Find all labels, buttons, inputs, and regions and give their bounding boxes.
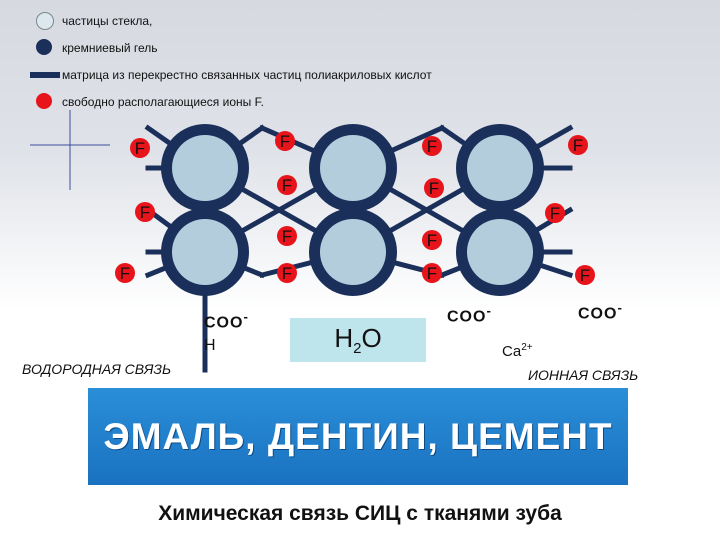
- fluoride-label: F: [120, 264, 130, 283]
- fluoride-label: F: [427, 264, 437, 283]
- glass-particle: [172, 135, 238, 201]
- glass-particle: [467, 219, 533, 285]
- legend-item-glass: частицы стекла,: [30, 10, 152, 32]
- glass-particle: [320, 135, 386, 201]
- fluoride-ion: [422, 136, 442, 156]
- fluoride-label: F: [427, 231, 437, 250]
- glass-particle-icon: [30, 10, 60, 32]
- fluoride-ion: [422, 263, 442, 283]
- fluoride-ion: [277, 226, 297, 246]
- legend-label: матрица из перекрестно связанных частиц …: [62, 68, 432, 82]
- fluoride-ion-icon: [30, 91, 60, 113]
- legend-item-fluoride: свободно располагающиеся ионы F.: [30, 91, 264, 113]
- glass-particles: [161, 124, 544, 296]
- glass-particle: [320, 219, 386, 285]
- tooth-tissue-block: ЭМАЛЬ, ДЕНТИН, ЦЕМЕНТ: [88, 388, 628, 485]
- carboxyl-left-charge: -: [243, 309, 249, 324]
- fluoride-label: F: [429, 179, 439, 198]
- fluoride-ion: [277, 263, 297, 283]
- fluoride-ion: [277, 175, 297, 195]
- fluoride-ion: [275, 131, 295, 151]
- carboxyl-mid: COO-: [447, 303, 492, 326]
- fluoride-label: F: [550, 204, 560, 223]
- carboxyl-left: COO-: [204, 309, 249, 332]
- fluoride-label: F: [140, 203, 150, 222]
- water-box: H2O: [290, 318, 426, 362]
- glass-particle: [467, 135, 533, 201]
- fluoride-label: F: [135, 139, 145, 158]
- fluoride-label: F: [282, 176, 292, 195]
- legend-label: свободно располагающиеся ионы F.: [62, 95, 264, 109]
- legend-label: частицы стекла,: [62, 14, 153, 28]
- legend-label: кремниевый гель: [62, 41, 158, 55]
- fluoride-label: F: [282, 264, 292, 283]
- calcium-ion: Ca2+: [502, 342, 533, 360]
- fluoride-ion: [568, 135, 588, 155]
- hydrogen-bond-label: ВОДОРОДНАЯ СВЯЗЬ: [22, 361, 172, 377]
- legend-item-matrix: матрица из перекрестно связанных частиц …: [30, 64, 432, 86]
- carboxyl-right-charge: -: [617, 300, 623, 315]
- legend-item-gel: кремниевый гель: [30, 37, 158, 59]
- hydrogen-label: H: [204, 337, 216, 354]
- water-formula: H2O: [334, 322, 382, 358]
- fluoride-ion: [115, 263, 135, 283]
- carboxyl-mid-charge: -: [486, 303, 492, 318]
- fluoride-label: F: [573, 136, 583, 155]
- fluoride-ion: [575, 265, 595, 285]
- fluoride-label: F: [427, 137, 437, 156]
- fluoride-ion: [424, 178, 444, 198]
- glass-particle: [172, 219, 238, 285]
- fluoride-label: F: [282, 227, 292, 246]
- tooth-tissue-label: ЭМАЛЬ, ДЕНТИН, ЦЕМЕНТ: [103, 415, 613, 457]
- fluoride-ion: [422, 230, 442, 250]
- matrix-bar-icon: [30, 64, 60, 86]
- crosshair-decoration: [30, 110, 110, 190]
- fluoride-ion: [130, 138, 150, 158]
- page-caption: Химическая связь СИЦ с тканями зуба: [158, 502, 562, 525]
- fluoride-label: F: [580, 266, 590, 285]
- fluoride-label: F: [280, 132, 290, 151]
- silica-gel-icon: [30, 37, 60, 59]
- fluoride-ion: [135, 202, 155, 222]
- ionic-bond-label: ИОННАЯ СВЯЗЬ: [528, 367, 639, 383]
- carboxyl-right: COO-: [578, 300, 623, 323]
- fluoride-ion: [545, 203, 565, 223]
